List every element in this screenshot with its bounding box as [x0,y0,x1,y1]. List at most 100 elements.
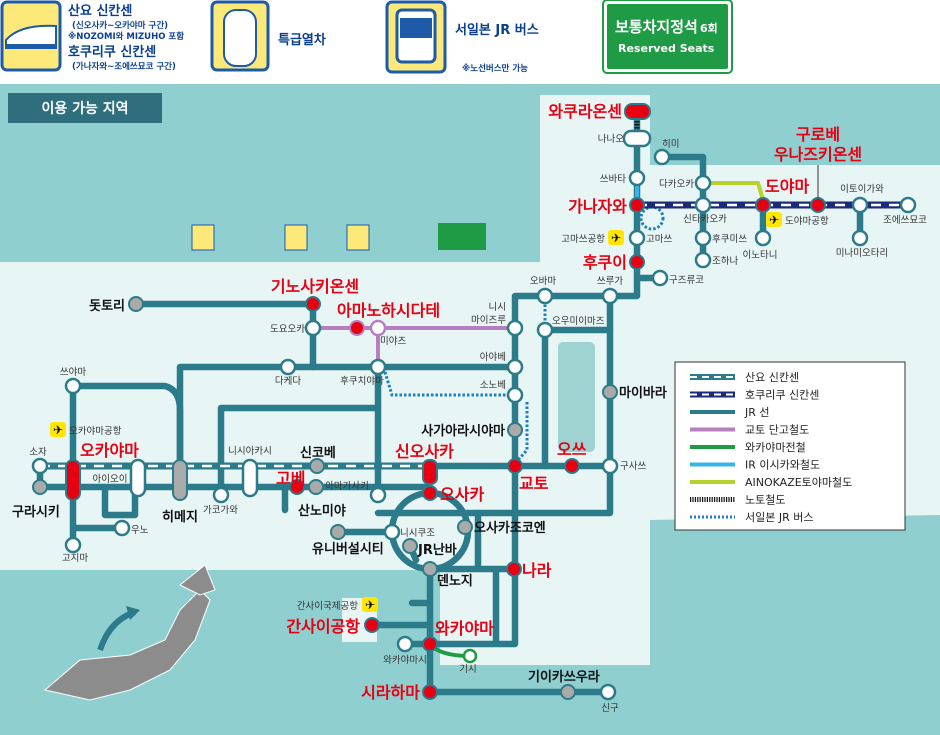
area-title: 이용 가능 지역 [41,100,128,117]
airport-icons: ✈ ✈ ✈ ✈ [50,212,782,612]
legend-label: IR 이시카와철도 [745,459,820,472]
station-ayabe[interactable]: 아야베 [480,352,506,363]
station-toyooka[interactable]: 도요오카 [270,324,305,335]
reserved-seats-label: 보통차지정석 [615,18,698,36]
station-kyoto[interactable]: 교토 [519,474,549,493]
station-soja[interactable]: 소자 [29,447,47,458]
airport-icon [608,230,624,245]
station-wakura[interactable]: 와쿠라온센 [548,102,622,121]
header: 산요 신칸센 (신오사카~오카야마 구간) ※NOZOMI와 MIZUHO 포함… [0,0,733,74]
svg-text:✈: ✈ [53,423,63,437]
station-tennoji[interactable]: 덴노지 [437,573,473,589]
station-nanao[interactable]: 나나오 [598,134,624,145]
legend-label: AINOKAZE토야마철도 [745,476,852,489]
station-shinosaka[interactable]: 신오사카 [395,442,454,461]
svg-text:✈: ✈ [365,598,375,612]
legend-label: JR 선 [744,406,770,419]
station-kansai-airport[interactable]: 간사이공항 [286,617,360,636]
station-himi[interactable]: 히미 [662,139,679,150]
station-tsuruga[interactable]: 쓰루가 [597,276,623,287]
station-fukuchiyama[interactable]: 후쿠치야마 [340,375,384,387]
station-fukumitsu[interactable]: 후쿠미쓰 [712,234,747,245]
station-kurashiki[interactable]: 구라시키 [12,504,60,520]
station-kanazawa[interactable]: 가나자와 [568,197,627,216]
airport-icon [50,422,66,437]
legend-label: 와카야마전철 [745,441,806,454]
station-johana[interactable]: 조하나 [712,255,738,267]
legend-label: 산요 신칸센 [745,371,799,384]
express-train-label: 특급열차 [278,32,326,48]
station-tsubata[interactable]: 쓰바타 [600,174,626,185]
station-takeda[interactable]: 다케다 [275,376,301,387]
station-universalcity[interactable]: 유니버설시티 [312,541,384,557]
station-wakayama[interactable]: 와카야마 [435,619,494,638]
station-aioi[interactable]: 아이오이 [93,474,128,485]
station-kakogawa[interactable]: 가코가와 [203,504,238,516]
station-komatsu-airport[interactable]: 고마쓰공항 [561,234,605,245]
station-jrnamba[interactable]: JR난바 [417,542,457,558]
station-obama[interactable]: 오바마 [530,276,556,287]
station-inotani[interactable]: 이노타니 [743,250,778,261]
station-sagaarashiyama[interactable]: 사가아라시야마 [421,423,505,439]
sanyo-shinkansen-label: 산요 신칸센 [68,3,132,19]
station-komatsu[interactable]: 고마쓰 [646,234,672,245]
station-osakajokoen[interactable]: 오사카조코엔 [474,520,546,536]
station-toyama[interactable]: 도야마 [765,177,809,196]
station-tsuyama[interactable]: 쓰야마 [60,367,86,378]
station-labels: 와쿠라온센 나나오 쓰바타 가나자와 고마쓰공항 고마쓰 후쿠이 구즈류코 히미… [12,102,927,714]
legend-label: 교토 단고철도 [745,424,809,437]
station-nishiakashi[interactable]: 니시아카시 [228,446,272,457]
station-okayama-airport[interactable]: 오카야마공항 [69,426,122,437]
station-unazukionsen[interactable]: 우나즈키온센 [774,145,862,164]
japan-minimap [43,589,211,701]
station-osaka[interactable]: 오사카 [440,485,484,504]
station-nara[interactable]: 나라 [522,561,552,580]
station-kansai-intl-airport[interactable]: 간사이국제공항 [297,601,358,612]
station-fukui[interactable]: 후쿠이 [583,253,627,272]
area-title-box [8,93,162,123]
reserved-seats-en: Reserved Seats [618,42,715,55]
station-kuzuryuko[interactable]: 구즈류코 [669,275,704,286]
station-shingu[interactable]: 신구 [601,703,619,714]
station-kishi[interactable]: 기시 [459,664,476,675]
station-miyazu[interactable]: 미야즈 [380,336,406,347]
station-kinosakionsen[interactable]: 기노사키온센 [271,277,359,296]
station-amagasaki[interactable]: 아마가사키 [325,481,369,492]
station-sannomiya[interactable]: 산노미야 [298,503,346,519]
station-maibara[interactable]: 마이바라 [619,385,667,401]
station-toyama-airport[interactable]: 도야마공항 [785,216,829,227]
legend-label: 호쿠리쿠 신칸센 [745,389,819,402]
station-nishikujo[interactable]: 니시쿠조 [400,528,435,539]
jr-bus-label: 서일본 JR 버스 [455,22,539,38]
station-joetsumyoko[interactable]: 조에쓰묘코 [883,215,927,226]
airport-icon [766,212,782,227]
stations [31,103,917,701]
station-kobe[interactable]: 고베 [276,469,305,488]
sanyo-note: ※NOZOMI와 MIZUHO 포함 [68,31,184,42]
station-shirahama[interactable]: 시라하마 [361,683,420,702]
station-itoigawa[interactable]: 이토이가와 [840,183,884,195]
station-takaoka[interactable]: 다카오카 [659,179,694,190]
station-minamiotari[interactable]: 미나미오타리 [836,248,888,259]
station-kojima[interactable]: 고지마 [62,553,88,564]
station-uno[interactable]: 우노 [131,525,149,536]
station-sonobe[interactable]: 소노베 [480,380,506,391]
station-nishimaizuru-2[interactable]: 마이즈루 [471,315,506,326]
mini-header-thumbnail [191,223,486,251]
station-kurobe[interactable]: 구로베 [796,125,840,144]
station-kiikatsuura[interactable]: 기이카쓰우라 [528,669,600,685]
station-shintakaoka[interactable]: 신타카오카 [683,214,727,225]
station-nishimaizuru-1[interactable]: 니시 [489,302,506,313]
reserved-seats-badge [605,2,730,71]
station-himeji[interactable]: 히메지 [162,509,198,525]
reserved-seats-count: 6회 [700,21,718,35]
station-otsu[interactable]: 오쓰 [557,440,587,459]
station-kusatsu[interactable]: 구사쓰 [620,461,646,472]
station-wakayamashi[interactable]: 와카야마시 [383,654,427,666]
legend-label: 노토철도 [745,494,785,507]
station-amanohashidate[interactable]: 아마노하시다테 [337,301,440,320]
station-tottori[interactable]: 돗토리 [89,298,125,314]
station-omiimazu[interactable]: 오우미이마즈 [552,316,605,327]
station-okayama[interactable]: 오카야마 [80,441,139,460]
station-shinkobe[interactable]: 신코베 [300,446,336,461]
